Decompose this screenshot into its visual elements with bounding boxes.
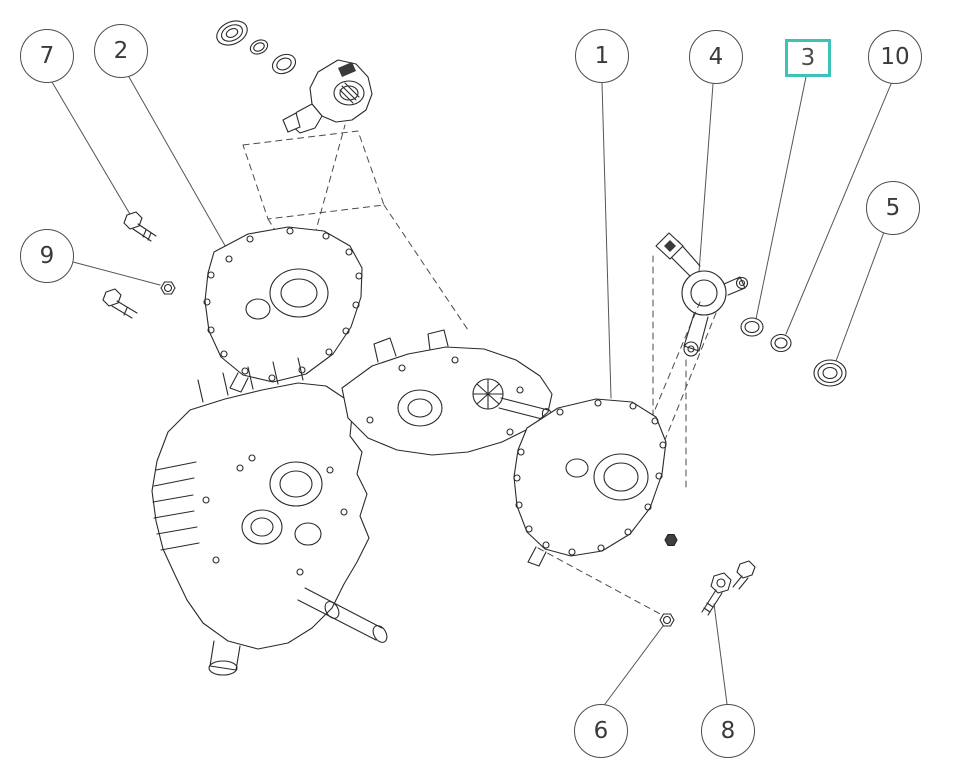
flat-washer (770, 333, 792, 353)
leader-lines (51, 76, 892, 705)
callout-label: 6 (593, 718, 609, 744)
callout-label: 1 (594, 43, 610, 69)
callout-balloon-10[interactable]: 10 (868, 30, 922, 84)
main-crankcase (151, 357, 388, 676)
callout-label: 9 (39, 243, 55, 269)
left-cover (203, 226, 363, 393)
shift-housing (282, 59, 373, 134)
shift-bracket (655, 232, 749, 357)
callout-label: 5 (885, 195, 901, 221)
callout-label: 3 (800, 45, 816, 71)
callout-balloon-3-highlighted[interactable]: 3 (785, 39, 831, 77)
callout-balloon-4[interactable]: 4 (689, 30, 743, 84)
seal-ring (813, 359, 847, 387)
callout-balloon-9[interactable]: 9 (20, 229, 74, 283)
bearing-stack (216, 20, 297, 75)
callout-label: 8 (720, 718, 736, 744)
callout-balloon-6[interactable]: 6 (574, 704, 628, 758)
callout-label: 2 (113, 38, 129, 64)
callout-balloon-1[interactable]: 1 (575, 29, 629, 83)
callout-balloon-2[interactable]: 2 (94, 24, 148, 78)
callout-balloon-7[interactable]: 7 (20, 29, 74, 83)
callout-label: 4 (708, 44, 724, 70)
callout-balloon-5[interactable]: 5 (866, 181, 920, 235)
callout-balloon-8[interactable]: 8 (701, 704, 755, 758)
right-cover (513, 398, 667, 567)
callout-label: 10 (880, 44, 910, 70)
fasteners (102, 211, 756, 627)
transmission-assembly (341, 329, 553, 456)
oring-washer (740, 317, 764, 337)
callout-label: 7 (39, 43, 55, 69)
